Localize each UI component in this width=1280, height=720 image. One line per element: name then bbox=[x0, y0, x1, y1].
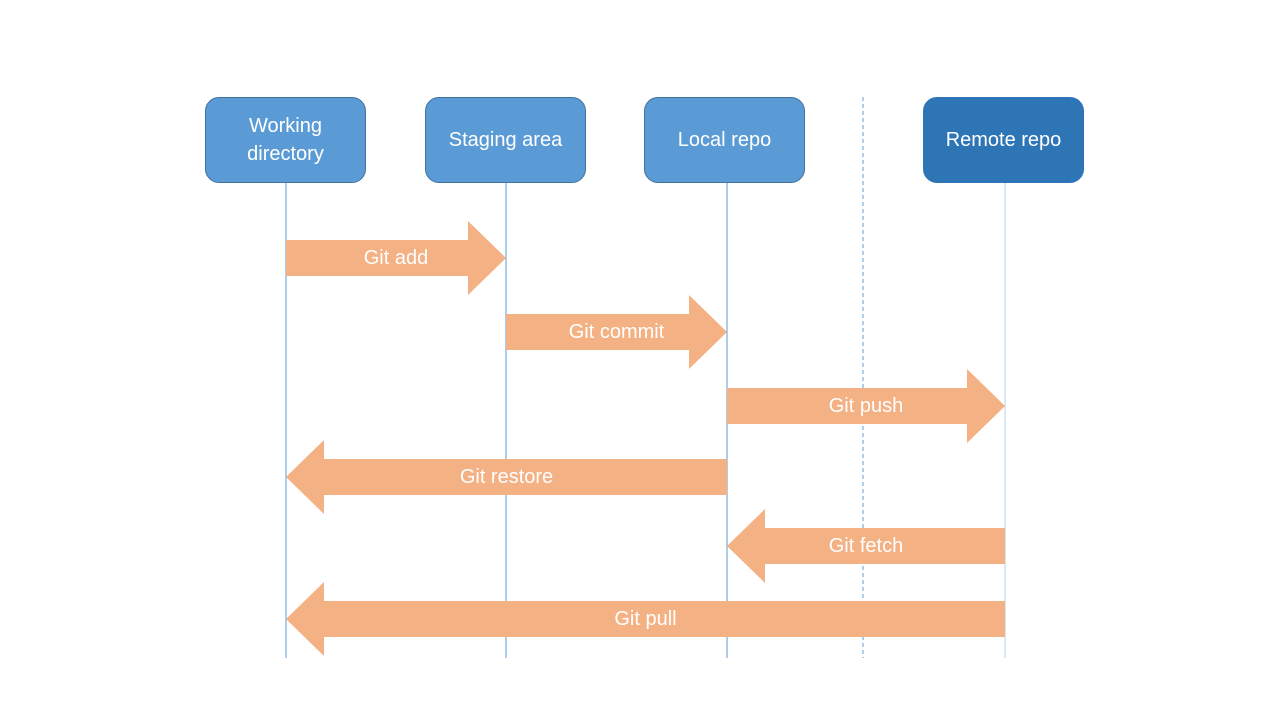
arrow-body bbox=[286, 221, 506, 295]
arrow-shape bbox=[286, 440, 727, 514]
arrow-shape bbox=[727, 369, 1005, 443]
arrow-shape bbox=[286, 221, 506, 295]
arrow-body bbox=[506, 295, 727, 369]
git-fetch-arrow: Git fetch bbox=[727, 509, 1005, 583]
git-push-arrow: Git push bbox=[727, 369, 1005, 443]
arrow-shape bbox=[727, 509, 1005, 583]
arrow-body bbox=[286, 440, 727, 514]
remote-repo-box: Remote repo bbox=[923, 97, 1084, 183]
arrow-shape bbox=[506, 295, 727, 369]
git-add-arrow: Git add bbox=[286, 221, 506, 295]
git-fetch-label: Git fetch bbox=[828, 535, 904, 557]
local-repo-box: Local repo bbox=[644, 97, 805, 183]
git-pull-arrow: Git pull bbox=[286, 582, 1005, 656]
git-pull-label: Git pull bbox=[614, 608, 677, 630]
staging-area-box: Staging area bbox=[425, 97, 586, 183]
arrow-body bbox=[727, 369, 1005, 443]
arrow-body bbox=[286, 582, 1005, 656]
git-add-label: Git add bbox=[363, 247, 429, 269]
arrow-shape bbox=[286, 582, 1005, 656]
git-restore-arrow: Git restore bbox=[286, 440, 727, 514]
git-commit-arrow: Git commit bbox=[506, 295, 727, 369]
working-directory-box: Working directory bbox=[205, 97, 366, 183]
git-push-label: Git push bbox=[828, 395, 904, 417]
git-restore-label: Git restore bbox=[459, 466, 554, 488]
arrow-body bbox=[727, 509, 1005, 583]
git-commit-label: Git commit bbox=[568, 321, 665, 343]
